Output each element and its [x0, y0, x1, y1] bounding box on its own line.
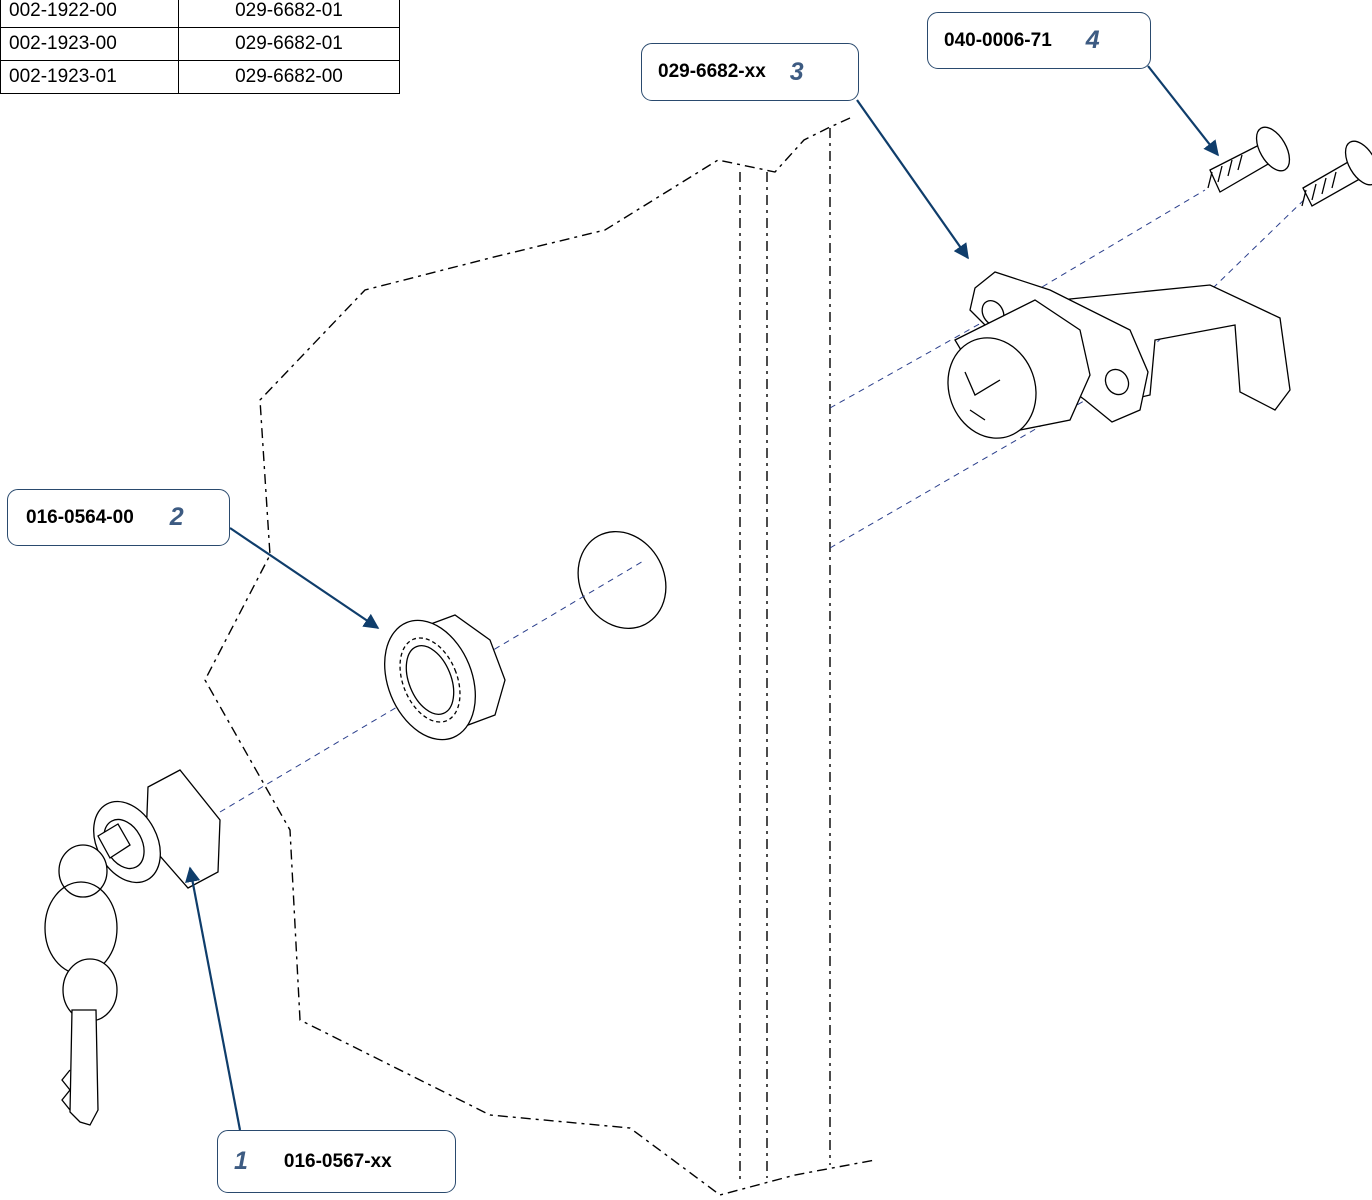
- lock-cylinder-part-1: [44, 769, 221, 1126]
- callout-part-number: 016-0564-00: [26, 506, 134, 528]
- table-cell: 029-6682-01: [178, 27, 400, 61]
- table-cell: 029-6682-01: [178, 0, 400, 28]
- callout-part-2: 016-0564-00 2: [7, 489, 230, 546]
- reference-table: 002-1922-00 029-6682-01 002-1923-00 029-…: [0, 0, 400, 94]
- grommet-part-2: [384, 614, 506, 741]
- table-cell: 002-1923-00: [0, 27, 179, 61]
- panel-hole: [577, 530, 667, 630]
- door-panel-outline: [204, 117, 876, 1196]
- screws-part-4: [1207, 126, 1372, 207]
- callout-arrows: [185, 65, 1219, 1131]
- callout-part-number: 029-6682-xx: [658, 61, 766, 82]
- callout-part-3: 029-6682-xx 3: [641, 43, 859, 101]
- table-cell: 002-1923-01: [0, 60, 179, 94]
- arrow-part-3: [856, 99, 969, 260]
- callout-number: 3: [789, 57, 804, 86]
- table-row: 002-1922-00 029-6682-01: [0, 0, 400, 28]
- table-row: 002-1923-00 029-6682-01: [0, 27, 400, 61]
- callout-part-number: 040-0006-71: [944, 29, 1052, 51]
- callout-part-1: 1 016-0567-xx: [217, 1130, 456, 1193]
- arrow-part-2: [229, 527, 380, 629]
- callout-number: 2: [169, 503, 184, 531]
- callout-number: 1: [234, 1147, 248, 1175]
- callout-part-4: 040-0006-71 4: [927, 12, 1151, 69]
- table-row: 002-1923-01 029-6682-00: [0, 60, 400, 94]
- callout-number: 4: [1085, 26, 1100, 54]
- table-cell: 029-6682-00: [178, 60, 400, 94]
- callout-part-number: 016-0567-xx: [283, 1150, 392, 1172]
- arrow-part-4: [1147, 65, 1219, 157]
- assembly-guide-lines: [219, 189, 1309, 813]
- cam-lock-body-part-3: [947, 271, 1291, 439]
- arrow-part-1: [185, 866, 242, 1131]
- table-cell: 002-1922-00: [0, 0, 179, 28]
